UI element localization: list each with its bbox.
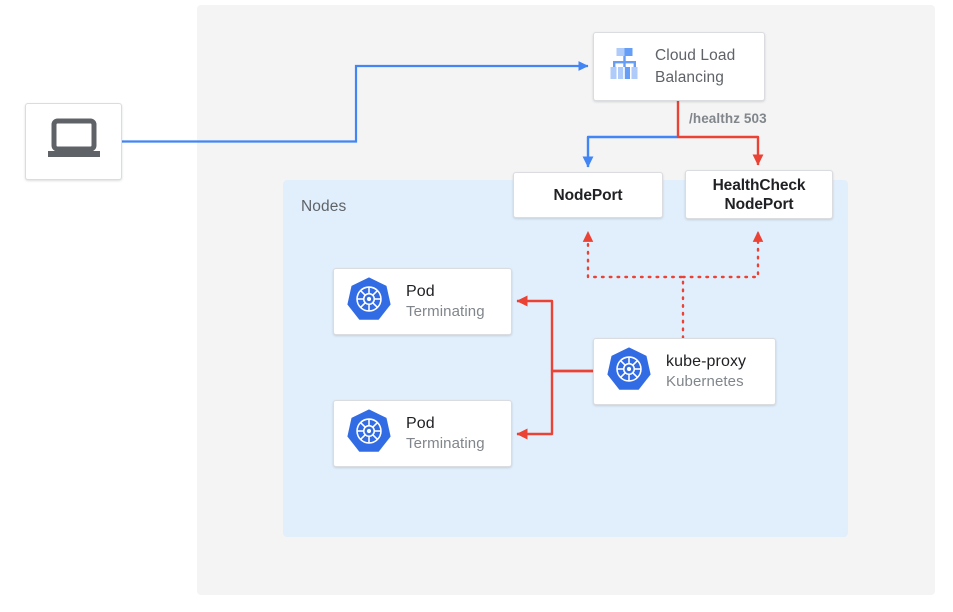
cloud-load-balancing-label-line1: Cloud Load [655,46,736,64]
healthcheck-nodeport-node[interactable]: HealthCheck NodePort [685,170,833,219]
pod-node[interactable]: Pod Terminating [333,400,512,467]
nodeport-node[interactable]: NodePort [513,172,663,218]
pod-status: Terminating [406,434,485,452]
healthcheck-nodeport-label: HealthCheck NodePort [713,176,806,214]
kube-proxy-subtitle: Kubernetes [666,372,744,390]
cloud-load-balancing-label-line2: Balancing [655,68,724,86]
pod-text: Pod Terminating [406,282,485,322]
nodes-region-label: Nodes [301,198,347,215]
healthz-edge-label: /healthz 503 [689,111,767,126]
kubernetes-icon [606,346,652,397]
client-node[interactable] [25,103,122,180]
cloud-load-balancing-node[interactable]: Cloud Load Balancing [593,32,765,101]
kube-proxy-title: kube-proxy [666,352,747,370]
kubernetes-icon [346,276,392,327]
pod-status: Terminating [406,302,485,320]
healthcheck-nodeport-label-line2: NodePort [724,195,794,213]
kube-proxy-node[interactable]: kube-proxy Kubernetes [593,338,776,405]
cloud-load-balancing-label: Cloud Load Balancing [655,45,735,89]
pod-title: Pod [406,414,435,432]
laptop-icon [46,117,102,166]
nodeport-label: NodePort [553,186,623,204]
cloud-load-balancing-icon [604,44,644,89]
pod-title: Pod [406,282,435,300]
kubernetes-icon [346,408,392,459]
pod-node[interactable]: Pod Terminating [333,268,512,335]
healthcheck-nodeport-label-line1: HealthCheck [712,176,806,194]
kube-proxy-text: kube-proxy Kubernetes [666,352,746,392]
pod-text: Pod Terminating [406,414,485,454]
